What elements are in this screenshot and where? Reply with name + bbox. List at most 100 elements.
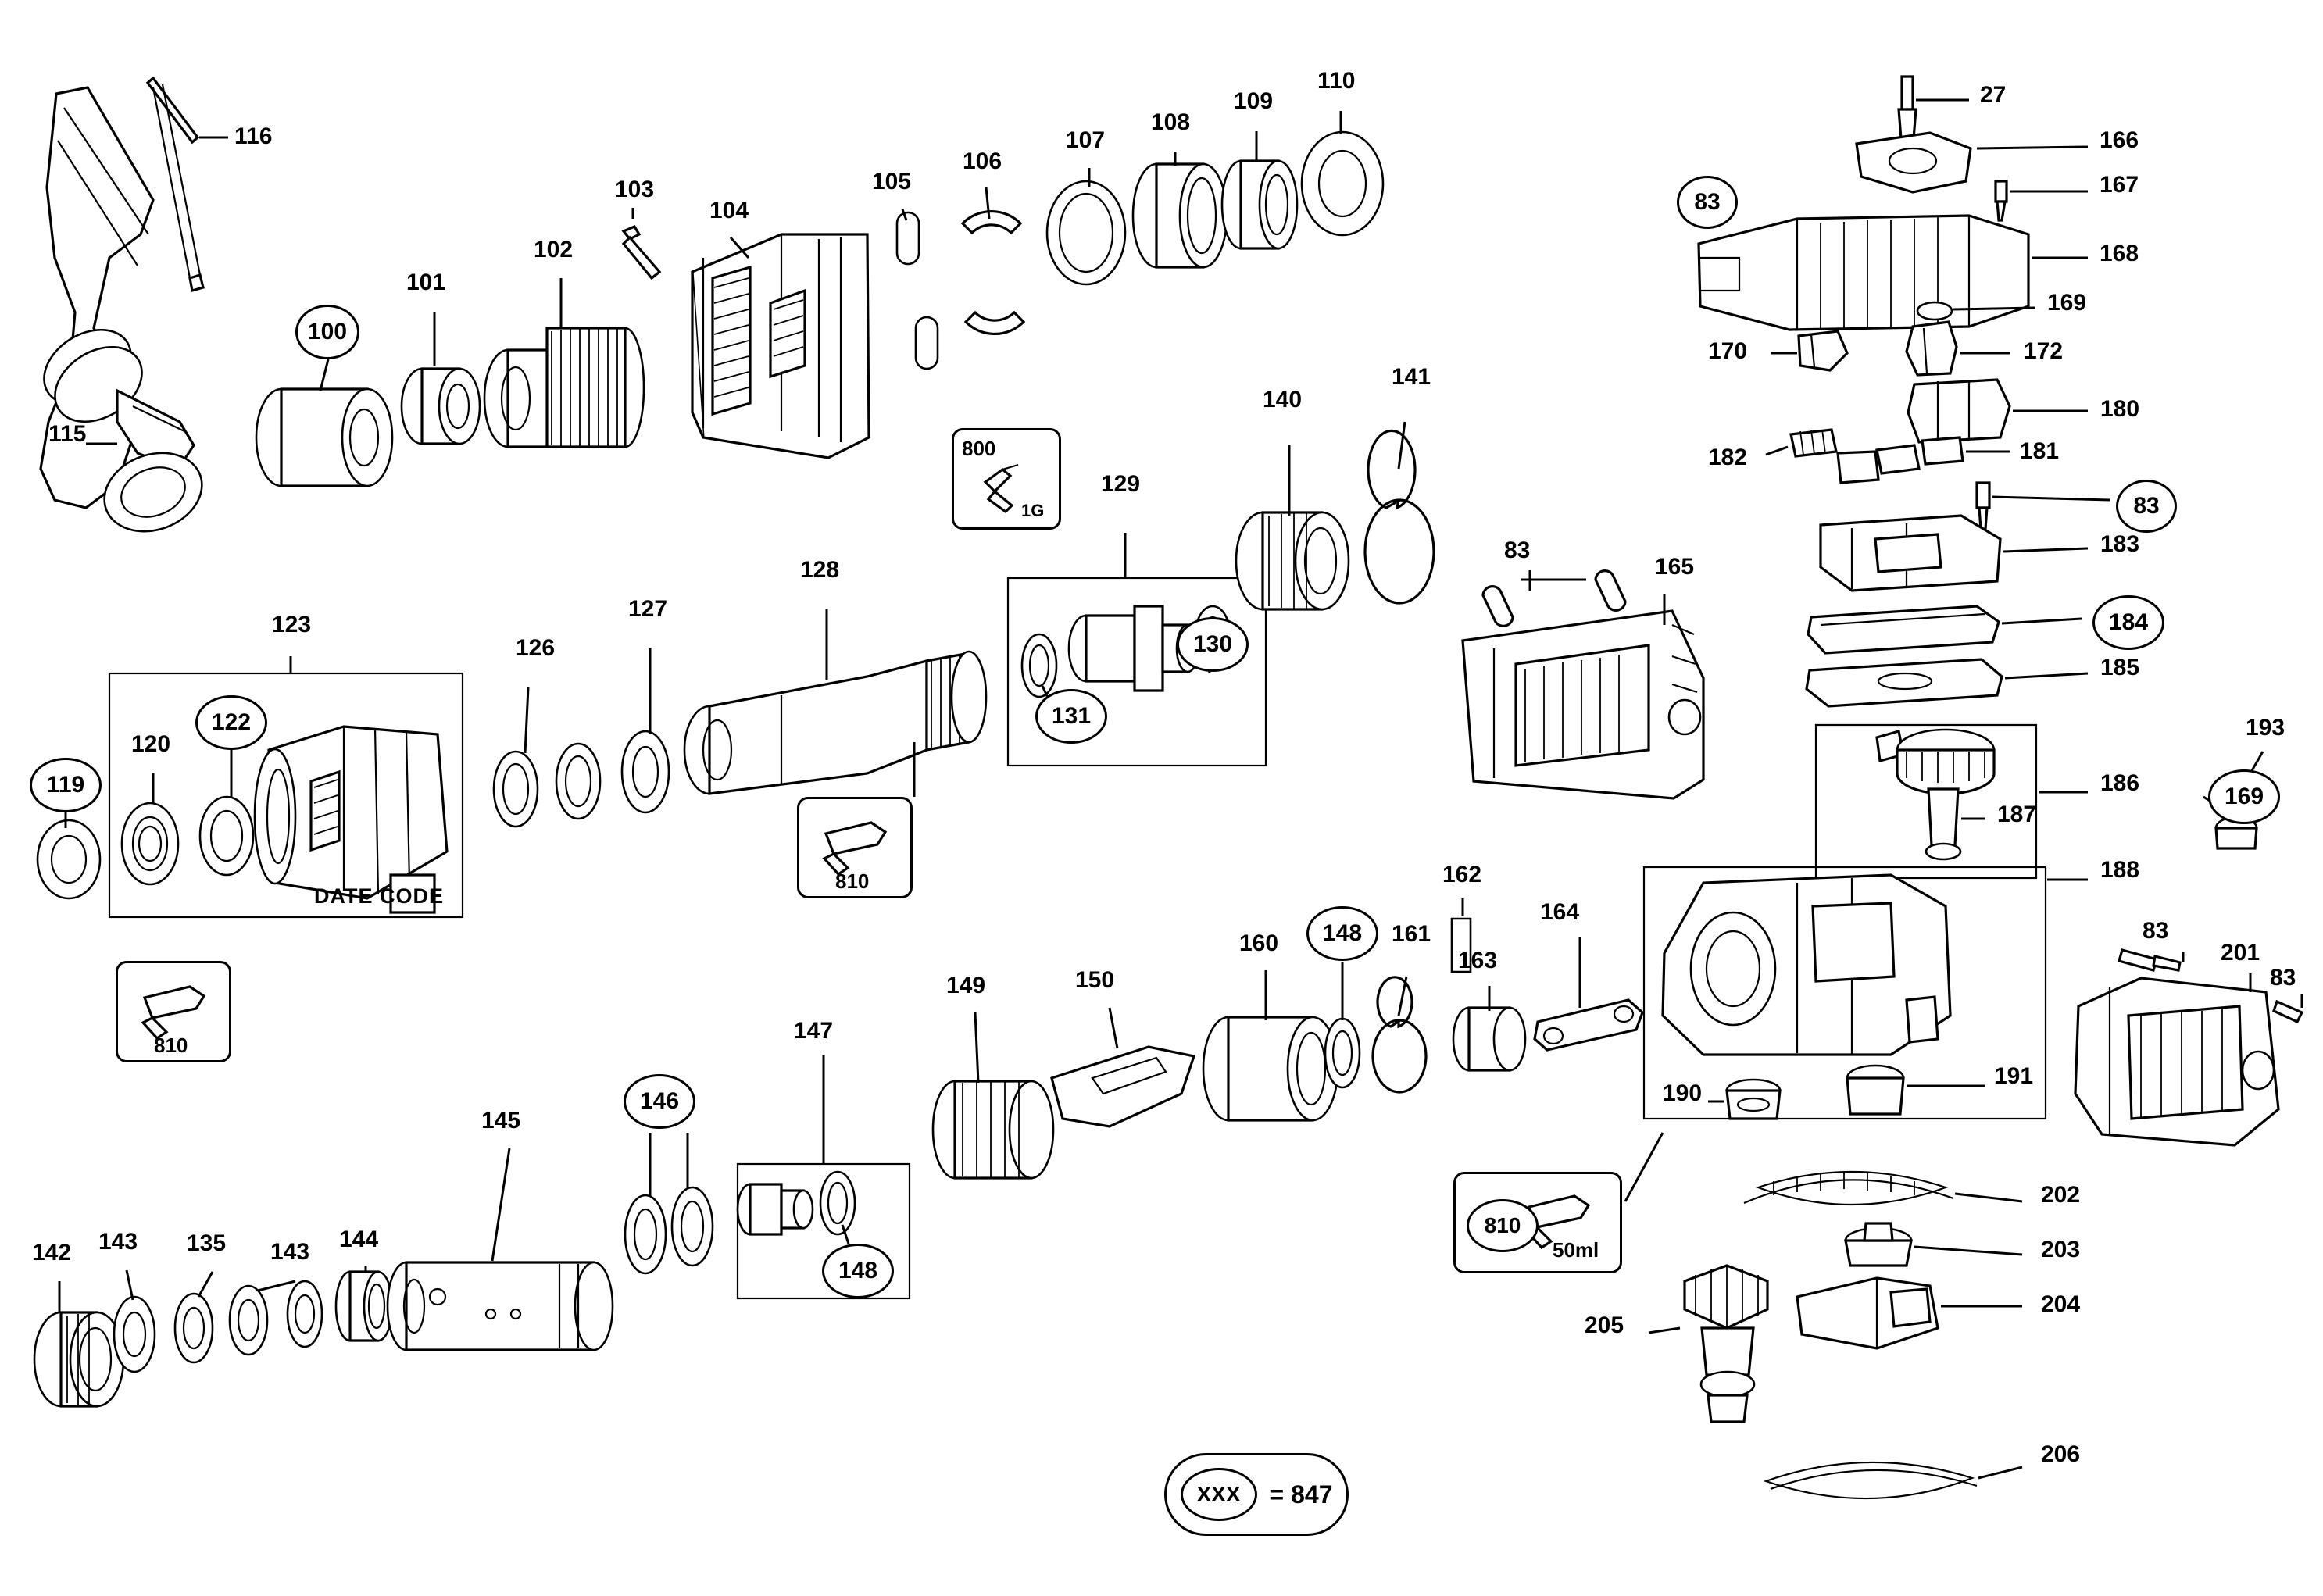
callout-141: 141: [1392, 364, 1431, 390]
callout-120: 120: [131, 731, 171, 757]
grease-box-810-a: 810: [797, 797, 913, 898]
callout-104: 104: [709, 198, 749, 223]
callout-143-b: 143: [270, 1239, 310, 1265]
callout-143-a: 143: [98, 1229, 138, 1255]
callout-102: 102: [534, 237, 574, 262]
callout-83-f: 83: [2270, 965, 2296, 991]
callout-165: 165: [1655, 554, 1695, 580]
circled-callout-148-a-text: 148: [1322, 920, 1363, 946]
callout-193: 193: [2246, 715, 2285, 741]
circled-callout-131: 131: [1035, 689, 1107, 744]
legend-symbol-text: XXX: [1196, 1482, 1241, 1506]
callout-27: 27: [1980, 82, 2007, 108]
callout-172: 172: [2024, 338, 2064, 364]
circled-callout-122-text: 122: [211, 709, 252, 735]
callout-201: 201: [2221, 940, 2260, 966]
callout-144: 144: [339, 1226, 379, 1252]
circled-callout-83-a: 83: [1677, 176, 1738, 229]
callout-128: 128: [800, 557, 840, 583]
callout-168: 168: [2100, 241, 2139, 266]
date-code-label: DATE CODE: [314, 884, 445, 908]
callout-149: 149: [946, 973, 986, 998]
legend-symbol-circle: XXX: [1180, 1468, 1257, 1521]
callout-182: 182: [1708, 445, 1748, 470]
callout-164: 164: [1540, 899, 1580, 925]
callout-147: 147: [794, 1018, 834, 1044]
callout-150: 150: [1075, 967, 1115, 993]
circled-callout-100: 100: [295, 305, 359, 359]
circled-callout-119: 119: [30, 758, 102, 812]
grease-box-810-c-circle: 810: [1467, 1199, 1539, 1252]
callout-183: 183: [2100, 531, 2140, 557]
circled-callout-146-text: 146: [639, 1088, 680, 1114]
callout-188: 188: [2100, 857, 2140, 883]
circled-callout-148-b: 148: [822, 1244, 894, 1298]
callout-167: 167: [2100, 172, 2139, 198]
callout-166: 166: [2100, 127, 2139, 153]
grease-box-810-a-label: 810: [835, 869, 870, 893]
callout-190: 190: [1663, 1080, 1703, 1106]
callout-145: 145: [481, 1108, 521, 1134]
circled-callout-83-a-text: 83: [1694, 189, 1721, 215]
grease-box-810-c-sub: 50ml: [1553, 1238, 1599, 1262]
callout-105: 105: [872, 169, 912, 195]
callout-163: 163: [1458, 948, 1498, 973]
circled-callout-119-text: 119: [46, 772, 85, 798]
circled-callout-146: 146: [624, 1074, 695, 1129]
circled-callout-184-text: 184: [2108, 609, 2149, 635]
grease-box-800-sub: 1G: [1021, 501, 1045, 520]
callout-185: 185: [2100, 655, 2140, 680]
callout-103: 103: [615, 177, 655, 202]
grease-box-800-label: 800: [962, 437, 996, 460]
callout-205: 205: [1585, 1312, 1624, 1338]
callout-191: 191: [1994, 1063, 2034, 1089]
circled-callout-122: 122: [195, 695, 267, 750]
callout-203: 203: [2041, 1237, 2081, 1262]
callout-83-e: 83: [2143, 918, 2169, 944]
circled-callout-184: 184: [2092, 595, 2164, 650]
grease-box-810-c: 810 50ml: [1453, 1172, 1622, 1273]
callout-135: 135: [187, 1230, 227, 1256]
circled-callout-131-text: 131: [1051, 703, 1092, 729]
callout-187: 187: [1997, 802, 2037, 827]
circled-callout-148-b-text: 148: [838, 1258, 878, 1284]
legend-key: XXX = 847: [1164, 1453, 1349, 1536]
callout-127: 127: [628, 596, 668, 622]
callout-140: 140: [1263, 387, 1303, 412]
callout-107: 107: [1066, 127, 1106, 153]
circled-callout-169-b-text: 169: [2224, 784, 2264, 809]
callout-161: 161: [1392, 921, 1431, 947]
callout-162: 162: [1442, 862, 1482, 887]
grease-box-810-b-label: 810: [154, 1034, 188, 1057]
grease-box-810-b: 810: [116, 961, 231, 1062]
legend-equals-text: = 847: [1269, 1480, 1333, 1509]
callout-126: 126: [516, 635, 556, 661]
callout-129: 129: [1101, 471, 1141, 497]
callout-181: 181: [2020, 438, 2060, 464]
circled-callout-130: 130: [1177, 617, 1249, 672]
callout-123: 123: [272, 612, 312, 637]
callout-83-c: 83: [1504, 537, 1531, 563]
circled-callout-169-b: 169: [2208, 769, 2280, 824]
callout-108: 108: [1151, 109, 1191, 135]
callout-180: 180: [2100, 396, 2140, 422]
circled-callout-148-a: 148: [1306, 906, 1378, 961]
callout-186: 186: [2100, 770, 2140, 796]
callout-109: 109: [1234, 88, 1274, 114]
callout-115: 115: [48, 421, 87, 447]
grease-box-810-c-label: 810: [1484, 1213, 1521, 1237]
callout-116: 116: [234, 123, 273, 149]
circled-callout-100-text: 100: [307, 319, 348, 345]
callout-101: 101: [406, 270, 446, 295]
callout-204: 204: [2041, 1291, 2081, 1317]
circled-callout-83-b-text: 83: [2133, 493, 2160, 519]
callout-142: 142: [32, 1240, 72, 1266]
callout-206: 206: [2041, 1441, 2081, 1467]
callout-170: 170: [1708, 338, 1748, 364]
callout-160: 160: [1239, 930, 1279, 956]
grease-box-800: 800 1G: [952, 428, 1061, 530]
callout-110: 110: [1317, 68, 1356, 94]
callout-169-a: 169: [2047, 290, 2087, 316]
